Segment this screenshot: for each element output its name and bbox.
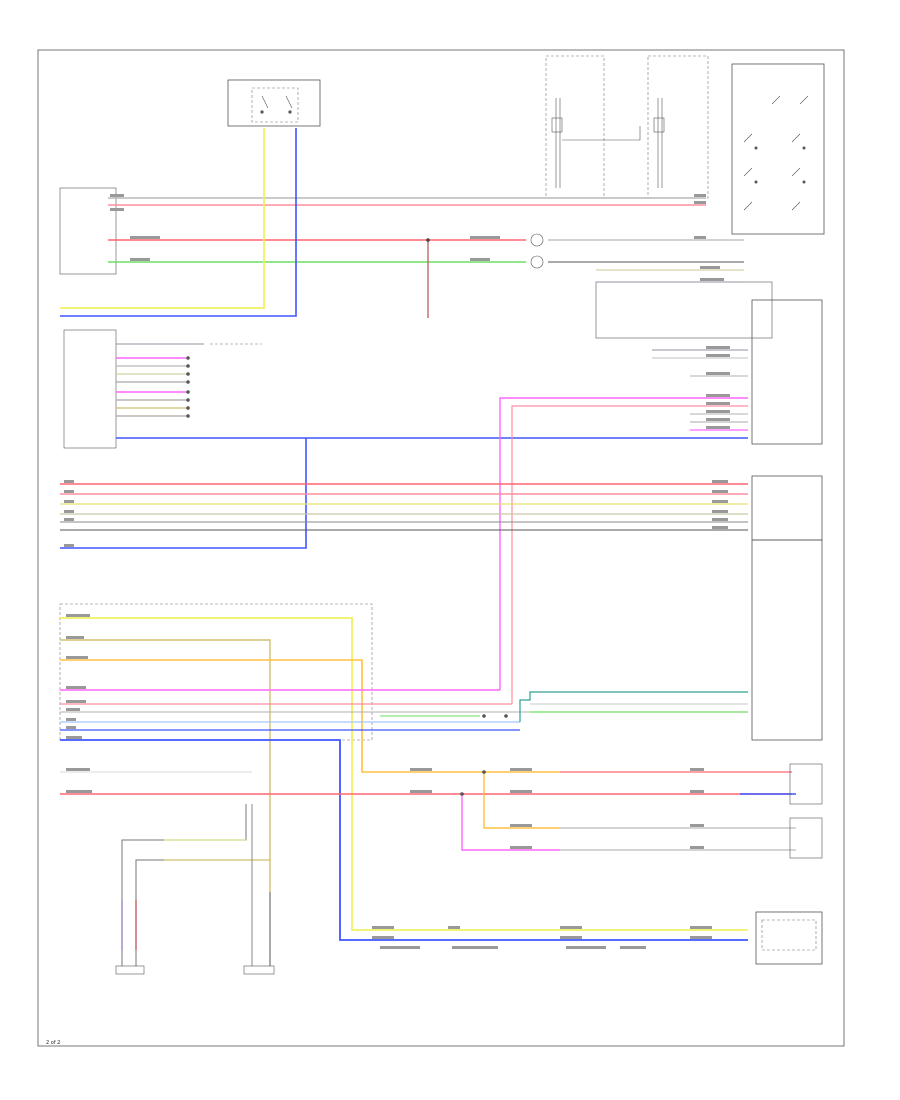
top-right-switch-panel [731,63,825,235]
blue-cross-wire [60,437,748,549]
left-top-connector [59,187,117,275]
diagram-frame [37,49,845,1047]
top-bus-wires [108,197,744,318]
top-center-switch-assemblies [545,55,709,199]
bottom-right-module [755,911,823,965]
top-left-relay-assembly [227,79,321,127]
relay-output-wires [60,128,297,317]
connector-tick-marks [64,194,730,949]
left-mid-connector [63,329,262,449]
lower-wires [59,603,823,941]
page-ref-label: 2 of 2 [46,1040,60,1046]
color-bus-wires [60,475,823,741]
right-middle-module [499,269,823,704]
bottom-left-speakers [115,804,275,975]
